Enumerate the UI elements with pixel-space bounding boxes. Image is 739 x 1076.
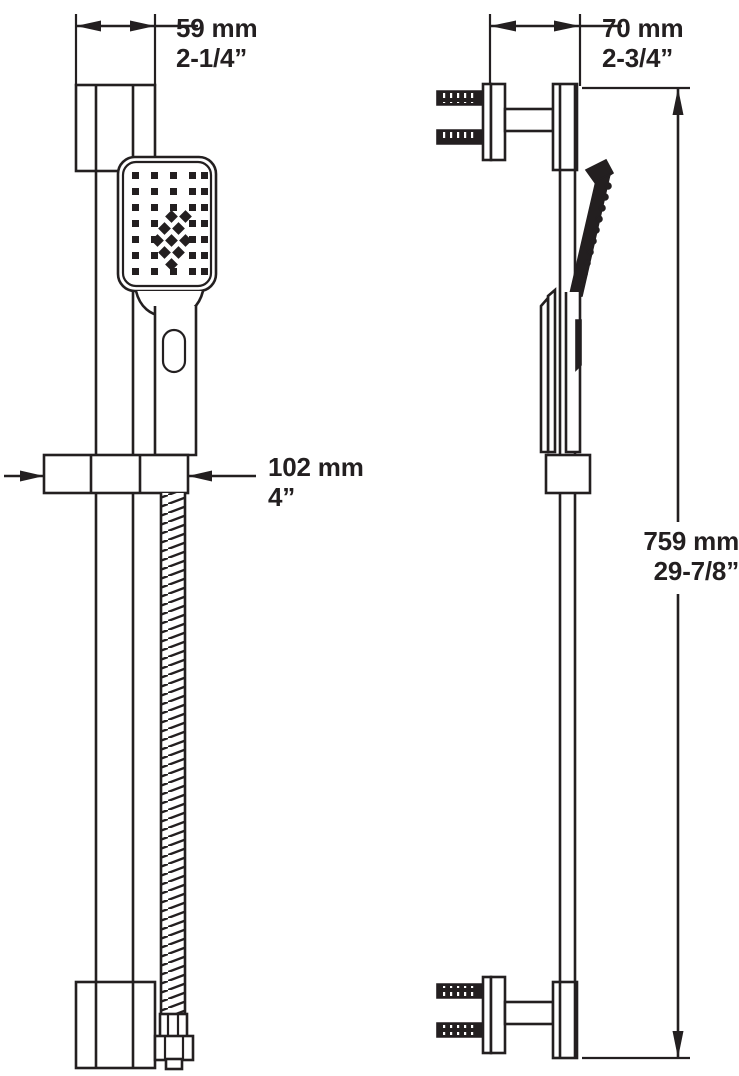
spray-nozzle-grid [132, 172, 208, 275]
mount-arm [503, 107, 555, 133]
spray-mode-button-side [575, 319, 582, 372]
hand-shower-head [116, 155, 218, 457]
mount-arm [503, 1000, 555, 1026]
front-width-dimension: 59 mm 2-1/4” [74, 13, 258, 86]
top-wall-mount-bracket [436, 82, 579, 172]
slider-bracket [42, 453, 190, 495]
slide-bar-side [558, 84, 577, 1058]
overall-height-dimension: 759 mm 29-7/8” [582, 86, 739, 1060]
mounting-flange [489, 82, 507, 162]
overall-height-imperial-label: 29-7/8” [654, 556, 739, 586]
side-depth-imperial-label: 2-3/4” [602, 43, 673, 73]
slide-bar-bottom-block-side [551, 980, 579, 1060]
mounting-flange [489, 975, 507, 1055]
spray-mode-button[interactable] [161, 328, 187, 374]
slide-bar-top-block-side [551, 82, 579, 172]
flexible-shower-hose [159, 493, 187, 1017]
hand-shower-head-side [539, 158, 615, 454]
front-width-metric-label: 59 mm [176, 13, 257, 43]
slider-width-metric-label: 102 mm [268, 452, 364, 482]
slider-bracket-width-dimension: 102 mm 4” [4, 452, 364, 512]
flexible-shower-hose-side-b [539, 294, 550, 454]
slider-bracket-side [544, 453, 592, 495]
wall-anchor-screw [436, 90, 484, 145]
side-depth-metric-label: 70 mm [602, 13, 683, 43]
shower-handle-lower-side [564, 292, 582, 454]
slider-width-imperial-label: 4” [268, 482, 295, 512]
front-width-imperial-label: 2-1/4” [176, 43, 247, 73]
shower-handle [153, 306, 198, 457]
center-diamond-cluster [151, 210, 192, 271]
bottom-wall-mount-bracket [436, 975, 579, 1060]
side-depth-dimension: 70 mm 2-3/4” [488, 13, 684, 86]
shower-spray-face-side [584, 158, 615, 186]
wall-anchor-screw [436, 983, 484, 1038]
overall-height-metric-label: 759 mm [643, 526, 739, 556]
handle-grip-ribs [577, 182, 612, 289]
hose-connection-nut [153, 1012, 195, 1071]
